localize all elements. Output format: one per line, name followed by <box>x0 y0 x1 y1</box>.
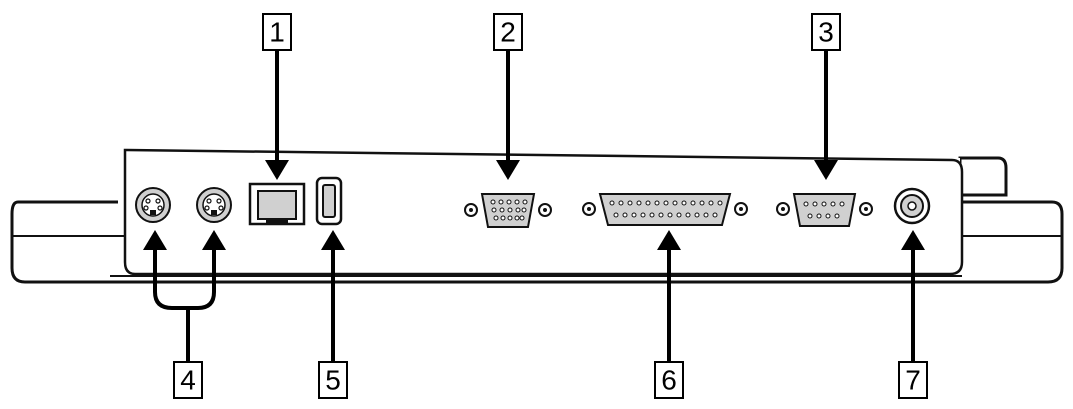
callout-2: 2 <box>493 13 523 51</box>
network-port <box>248 182 306 226</box>
callout-7-label: 7 <box>905 365 921 396</box>
ps2-port-right <box>196 187 232 223</box>
monitor-port <box>464 193 552 228</box>
callout-1: 1 <box>262 13 292 51</box>
usb-port <box>315 176 343 226</box>
ps2-port-left <box>135 187 171 223</box>
callout-6-label: 6 <box>661 365 677 396</box>
callout-5: 5 <box>318 361 348 399</box>
callout-4: 4 <box>173 361 203 399</box>
device-outline <box>958 156 1008 197</box>
printer-port <box>582 193 748 226</box>
callout-arrows <box>143 50 925 362</box>
callout-3: 3 <box>811 13 841 51</box>
callout-2-label: 2 <box>500 17 516 48</box>
callout-5-label: 5 <box>325 365 341 396</box>
serial-port <box>776 193 873 227</box>
callout-6: 6 <box>654 361 684 399</box>
arrow-4-bracket <box>153 248 216 310</box>
callout-4-label: 4 <box>180 365 196 396</box>
callout-3-label: 3 <box>818 17 834 48</box>
callout-7: 7 <box>898 361 928 399</box>
dc-in-port <box>893 187 931 225</box>
callout-1-label: 1 <box>269 17 285 48</box>
